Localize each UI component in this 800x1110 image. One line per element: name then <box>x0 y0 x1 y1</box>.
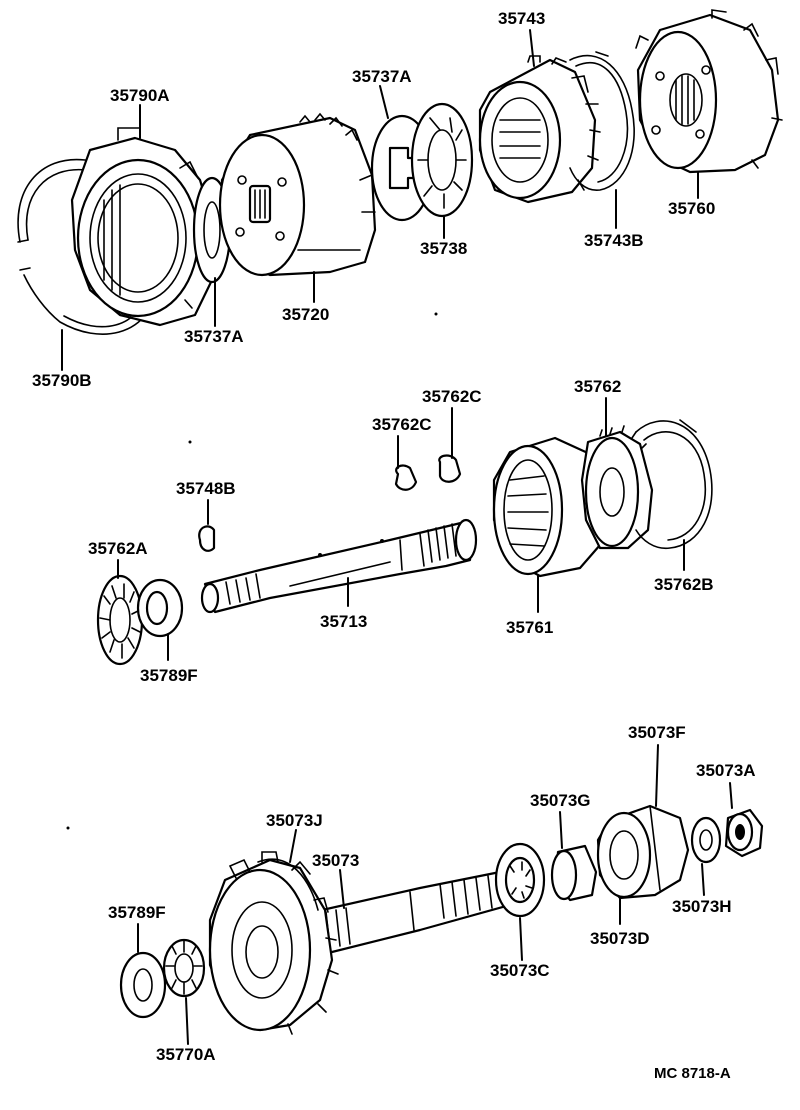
needle-bearing-35770A <box>162 938 206 998</box>
label-35790B: 35790B <box>32 371 92 390</box>
label-35073F: 35073F <box>628 723 686 742</box>
bearing-35073C <box>494 842 546 918</box>
label-35720: 35720 <box>282 305 329 324</box>
label-35790A: 35790A <box>110 86 170 105</box>
snap-ring-35762C-right <box>438 454 462 483</box>
snap-ring-35743B <box>569 51 635 191</box>
bearing-35073D <box>596 804 690 900</box>
sun-gear-drum-35720 <box>218 112 377 277</box>
label-35073H: 35073H <box>672 897 732 916</box>
thrust-washer-35789F-mid <box>136 578 184 638</box>
label-35761: 35761 <box>506 618 553 637</box>
label-35073D: 35073D <box>590 929 650 948</box>
label-35760: 35760 <box>668 199 715 218</box>
label-35748B: 35748B <box>176 479 236 498</box>
label-35789F-low: 35789F <box>108 903 166 922</box>
scan-specks <box>66 312 438 830</box>
label-35770A: 35770A <box>156 1045 216 1064</box>
label-35789F-mid: 35789F <box>140 666 198 685</box>
washer-35073H <box>690 816 722 864</box>
label-35737A-top: 35737A <box>352 67 412 86</box>
clutch-drum-35760 <box>635 9 783 174</box>
nut-35073A <box>724 808 764 858</box>
label-35762B: 35762B <box>654 575 714 594</box>
snap-ring-35762B <box>635 419 713 550</box>
thrust-washer-35738 <box>370 102 474 222</box>
label-35738: 35738 <box>420 239 467 258</box>
label-35073C: 35073C <box>490 961 550 980</box>
intermediate-shaft-35713 <box>200 518 478 614</box>
label-35073J: 35073J <box>266 811 323 830</box>
label-35073G: 35073G <box>530 791 591 810</box>
thrust-washer-35789F-low <box>119 951 167 1019</box>
label-35737A-bottom: 35737A <box>184 327 244 346</box>
label-35743: 35743 <box>498 9 545 28</box>
label-35073A: 35073A <box>696 761 756 780</box>
planetary-gear-35762 <box>580 425 654 550</box>
spacer-35073G <box>550 844 598 902</box>
diagram-code: MC 8718-A <box>654 1065 731 1082</box>
label-35762C-left: 35762C <box>372 415 432 434</box>
leader-lines <box>61 29 733 1045</box>
label-35762C-right: 35762C <box>422 387 482 406</box>
label-35073: 35073 <box>312 851 359 870</box>
label-35743B: 35743B <box>584 231 644 250</box>
clip-35748B <box>198 525 216 552</box>
clutch-drum-35790A <box>70 127 217 327</box>
part-labels: 35743 35790A 35737A 35738 35743B 35760 3… <box>32 9 756 1082</box>
snap-ring-35762C-left <box>394 464 418 491</box>
clutch-hub-35743 <box>478 55 601 204</box>
ring-gear-35761 <box>492 436 606 578</box>
label-35713: 35713 <box>320 612 367 631</box>
output-shaft-assembly-35073 <box>208 851 512 1035</box>
label-35762A: 35762A <box>88 539 148 558</box>
label-35762: 35762 <box>574 377 621 396</box>
needle-bearing-35762A <box>96 574 144 666</box>
